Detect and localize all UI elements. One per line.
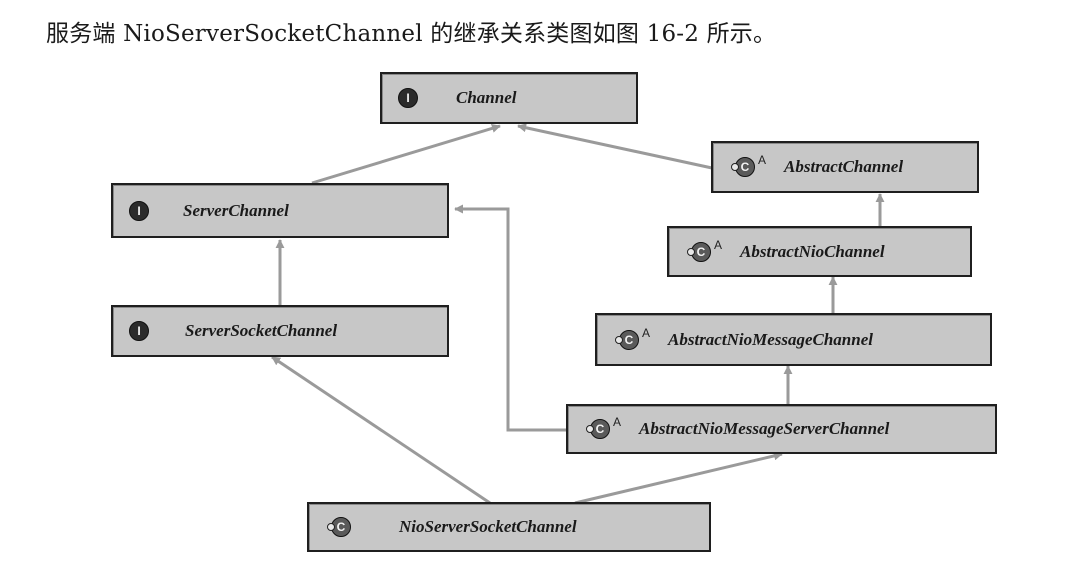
figure-caption: 服务端 NioServerSocketChannel 的继承关系类图如图 16-… (46, 21, 777, 47)
node-server-channel: I ServerChannel (111, 183, 449, 238)
edge-abstractchannel-to-channel (517, 123, 713, 170)
node-abstract-nio-message-server-channel: C A AbstractNioMessageServerChannel (566, 404, 997, 454)
class-icon: C (327, 517, 351, 537)
node-label-abstract-channel: AbstractChannel (784, 157, 904, 176)
node-label-server-channel: ServerChannel (183, 200, 289, 220)
node-label-server-socket-channel: ServerSocketChannel (185, 321, 338, 340)
node-label-abstract-nio-channel: AbstractNioChannel (740, 241, 885, 261)
interface-icon: I (129, 321, 149, 341)
abstract-class-icon: C (687, 241, 711, 262)
node-label-channel: Channel (456, 88, 517, 107)
node-abstract-channel: C A AbstractChannel (711, 141, 979, 193)
interface-icon: I (129, 200, 149, 221)
abstract-class-icon: C (731, 157, 755, 177)
abstract-class-icon: C (586, 419, 610, 439)
abstract-marker: A (613, 415, 622, 429)
node-channel: I Channel (380, 72, 638, 124)
abstract-marker: A (758, 153, 767, 167)
node-label-nio-server-socket-channel: NioServerSocketChannel (399, 517, 577, 536)
abstract-class-icon: C (615, 329, 639, 350)
edge-serverchannel-to-channel (311, 124, 501, 185)
node-abstract-nio-message-channel: C A AbstractNioMessageChannel (595, 313, 992, 366)
node-label-abstract-nio-message-channel: AbstractNioMessageChannel (668, 329, 873, 349)
node-nio-server-socket-channel: C NioServerSocketChannel (307, 502, 711, 552)
edge-nioserversocketchannel-to-serversocketchannel (271, 355, 491, 505)
node-server-socket-channel: I ServerSocketChannel (111, 305, 449, 357)
interface-icon: I (398, 88, 418, 108)
edge-nioserversocketchannel-to-abstractniomessageserverchannel (574, 451, 783, 505)
node-label-abstract-nio-message-server-channel: AbstractNioMessageServerChannel (639, 419, 890, 438)
abstract-marker: A (642, 325, 651, 340)
abstract-marker: A (714, 237, 723, 252)
edge-abstractniomessageserverchannel-to-serverchannel (454, 204, 566, 432)
node-abstract-nio-channel: C A AbstractNioChannel (667, 226, 972, 277)
